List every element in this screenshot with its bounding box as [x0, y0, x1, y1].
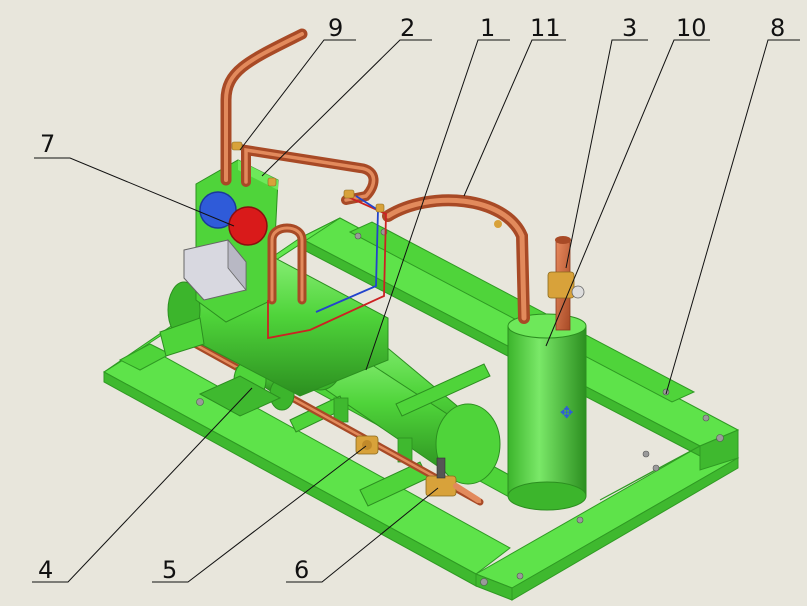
leader-2 [261, 39, 432, 177]
leader-8 [665, 39, 800, 395]
receiver-logo: ✥ [560, 403, 573, 422]
leader-4 [32, 387, 253, 583]
suction-pipes [220, 28, 379, 305]
callout-11: 11 [530, 14, 561, 42]
callout-1: 1 [480, 14, 495, 42]
callout-6: 6 [294, 556, 309, 584]
callout-2: 2 [400, 14, 415, 42]
leader-5 [152, 445, 367, 583]
callout-7: 7 [40, 130, 55, 158]
liquid-receiver: ✥ [507, 313, 587, 511]
leader-1 [365, 39, 510, 371]
leader-11 [463, 39, 566, 197]
pipe-fitting [494, 220, 502, 228]
leader-lines [32, 39, 800, 583]
callout-9: 9 [328, 14, 343, 42]
brass-fittings [231, 141, 385, 213]
service-valve [425, 457, 481, 503]
leader-7 [34, 157, 235, 227]
leader-6 [286, 487, 439, 583]
low-pressure-gauge [199, 191, 237, 229]
leader-9 [239, 39, 356, 151]
receiver-valve [547, 236, 585, 331]
leader-3 [565, 39, 648, 269]
callout-8: 8 [770, 14, 785, 42]
callout-labels: 1 2 3 4 5 6 7 8 9 10 11 [38, 14, 785, 584]
pressure-gauges [199, 191, 268, 246]
callout-3: 3 [622, 14, 637, 42]
callout-5: 5 [162, 556, 177, 584]
callout-4: 4 [38, 556, 53, 584]
leader-10 [545, 39, 710, 347]
frame-bolts [196, 228, 724, 586]
high-pressure-gauge [228, 206, 268, 246]
pressure-control-box [183, 238, 247, 301]
callout-10: 10 [676, 14, 707, 42]
